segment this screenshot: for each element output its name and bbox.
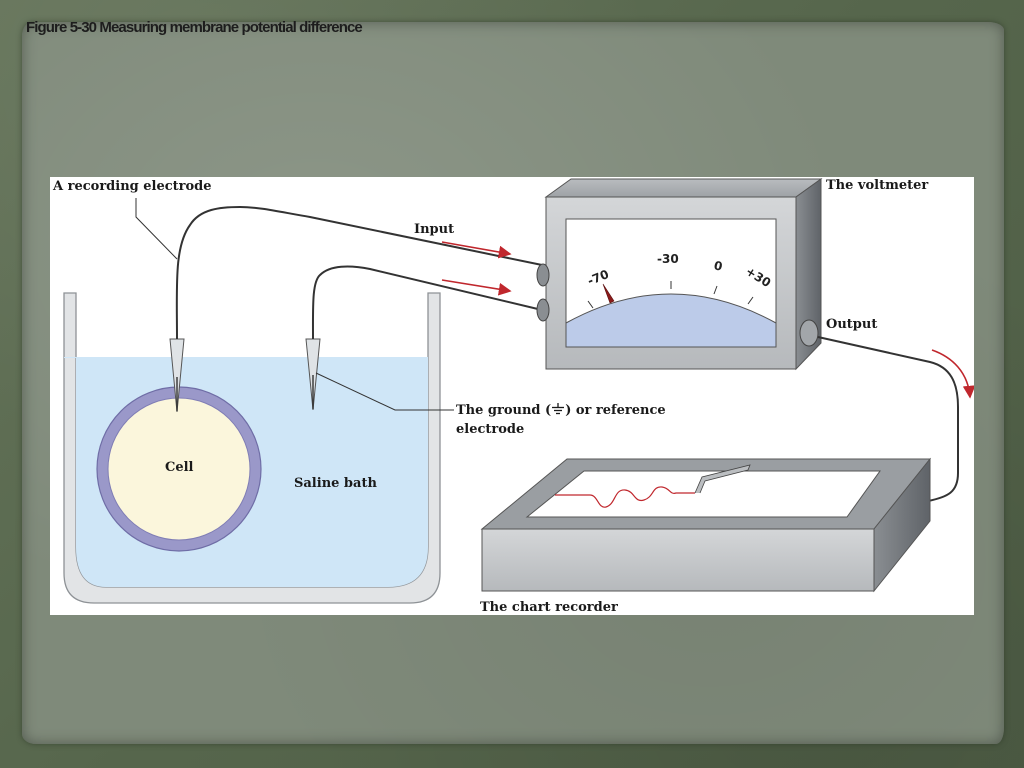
- output-arrow: [931, 349, 974, 399]
- ground-symbol-icon: [552, 403, 565, 415]
- voltmeter-needle: [602, 283, 615, 304]
- label-ground-electrode: The ground ( ) or reference electrode: [456, 401, 666, 439]
- label-output: Output: [826, 317, 878, 332]
- recording-electrode-leader: [135, 198, 178, 260]
- reference-electrode-leader: [315, 372, 454, 411]
- slide-title: Figure 5-30 Measuring membrane potential…: [26, 19, 363, 36]
- label-cell: Cell: [165, 460, 194, 475]
- dial-label-zero: 0: [713, 258, 724, 273]
- ground-label-prefix: The ground (: [456, 403, 552, 418]
- label-saline-bath: Saline bath: [294, 476, 377, 491]
- cell: [96, 386, 262, 552]
- dial-label-minus-30: -30: [657, 252, 679, 266]
- ground-label-line2: electrode: [456, 422, 525, 437]
- label-chart-recorder: The chart recorder: [480, 600, 618, 615]
- input-arrow-1: [441, 241, 512, 259]
- ground-label-suffix: ) or reference: [565, 403, 666, 418]
- label-recording-electrode: A recording electrode: [53, 179, 212, 194]
- membrane-potential-diagram: -70 -30 0 +30: [63, 178, 974, 604]
- voltmeter: [536, 178, 823, 371]
- label-voltmeter: The voltmeter: [826, 178, 929, 193]
- reference-electrode: [305, 265, 543, 411]
- chart-trace: [555, 486, 695, 508]
- figure-panel: -70 -30 0 +30 A recording electrode The …: [50, 177, 974, 615]
- label-input: Input: [414, 222, 455, 237]
- chart-pen-arm: [694, 464, 751, 494]
- input-arrow-2: [441, 279, 512, 296]
- bath-edge-left: [64, 357, 76, 358]
- recording-electrode: [169, 205, 543, 413]
- chart-recorder: [480, 457, 932, 593]
- output-wire: [817, 336, 959, 502]
